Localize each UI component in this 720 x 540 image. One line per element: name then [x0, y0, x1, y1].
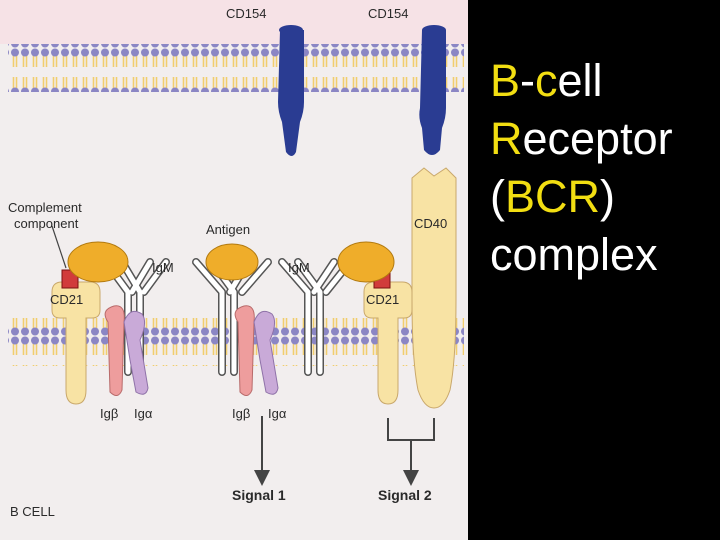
label-cd21-left: CD21: [50, 292, 83, 307]
label-b-cell: B CELL: [10, 504, 55, 519]
title-open-paren: (: [490, 171, 505, 222]
label-complement: Complement: [8, 200, 82, 215]
antigen-left: [67, 241, 129, 283]
label-cd154-right: CD154: [368, 6, 408, 21]
title-b: B: [490, 55, 521, 106]
cd154-right-protein: [419, 25, 446, 155]
ig-beta-left-chain: [104, 305, 125, 396]
ig-beta-right-chain: [234, 305, 255, 396]
title-line-1: B-cell: [490, 55, 603, 106]
label-signal-2: Signal 2: [378, 487, 432, 503]
label-signal-1: Signal 1: [232, 487, 286, 503]
ig-beta-alpha-right: [234, 305, 279, 396]
bcr-diagram: CD154 CD154 Complement component Antigen…: [0, 0, 468, 540]
label-cd154-left: CD154: [226, 6, 266, 21]
antigen-center: [205, 243, 259, 281]
extracellular-top: [0, 0, 468, 44]
label-cd40: CD40: [414, 216, 447, 231]
ig-alpha-right-chain: [253, 310, 279, 395]
title-ell: ell: [557, 55, 603, 106]
antigen-right: [337, 241, 395, 283]
cd40-protein: [411, 167, 457, 409]
title-close-paren: ): [600, 171, 616, 222]
title-c: c: [535, 55, 558, 106]
title-line-4: complex: [490, 229, 658, 280]
label-ig-beta-right: Igβ: [232, 406, 250, 421]
label-ig-alpha-left: Igα: [134, 406, 153, 421]
title-eceptor: eceptor: [522, 113, 673, 164]
label-component: component: [14, 216, 79, 231]
label-ig-beta-left: Igβ: [100, 406, 118, 421]
complement-pointer: [51, 225, 67, 269]
label-igm-right: IgM: [288, 260, 310, 275]
title-bcr: BCR: [505, 171, 601, 222]
cd154-left-protein: [278, 25, 304, 156]
title-hyphen: -: [520, 55, 536, 106]
ig-beta-alpha-left: [104, 305, 149, 396]
title-panel: B-cell Receptor (BCR) complex: [468, 0, 720, 540]
signal-2-arrow: [387, 418, 435, 478]
label-igm-left: IgM: [152, 260, 174, 275]
upper-membrane: [8, 44, 464, 92]
ig-alpha-left-chain: [123, 310, 149, 395]
label-cd21-right: CD21: [366, 292, 399, 307]
title-line-3: (BCR): [490, 171, 615, 222]
diagram-canvas: CD154 CD154 Complement component Antigen…: [0, 0, 468, 540]
igm-receptor-right-fill: [279, 259, 353, 375]
title-line-2: Receptor: [490, 113, 673, 164]
title-r: R: [490, 113, 523, 164]
label-ig-alpha-right: Igα: [268, 406, 287, 421]
label-antigen: Antigen: [206, 222, 250, 237]
slide-title: B-cell Receptor (BCR) complex: [490, 52, 673, 284]
